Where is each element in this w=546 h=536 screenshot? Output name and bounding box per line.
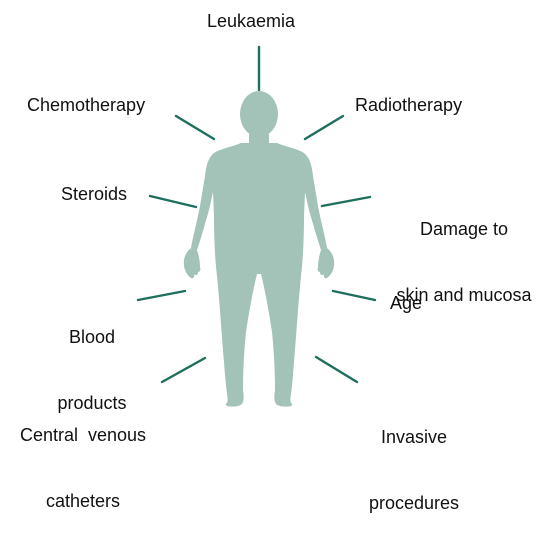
label-leukaemia: Leukaemia bbox=[207, 10, 295, 32]
label-invasive-line1: Invasive bbox=[358, 426, 470, 448]
label-blood-line1: Blood bbox=[50, 326, 134, 348]
label-chemotherapy: Chemotherapy bbox=[27, 94, 145, 116]
figure-left-hand bbox=[184, 248, 201, 278]
connector-radiotherapy bbox=[305, 116, 343, 139]
human-figure bbox=[184, 91, 334, 407]
label-central-venous-catheters: Central venous catheters bbox=[8, 380, 158, 534]
label-age: Age bbox=[390, 292, 422, 314]
label-radiotherapy: Radiotherapy bbox=[355, 94, 462, 116]
connector-age bbox=[333, 291, 375, 300]
label-central-line2: catheters bbox=[8, 490, 158, 512]
figure-body bbox=[191, 143, 327, 407]
connector-chemotherapy bbox=[176, 116, 214, 139]
connector-steroids bbox=[150, 196, 196, 207]
figure-right-hand bbox=[318, 248, 335, 278]
label-invasive-line2: procedures bbox=[358, 492, 470, 514]
label-damage-line1: Damage to bbox=[384, 218, 544, 240]
connector-invasive bbox=[316, 357, 357, 382]
connector-blood-products bbox=[138, 291, 185, 300]
label-central-line1: Central venous bbox=[8, 424, 158, 446]
figure-head bbox=[240, 91, 278, 137]
connector-central-venous bbox=[162, 358, 205, 382]
connector-damage bbox=[322, 197, 370, 206]
label-invasive-procedures: Invasive procedures bbox=[358, 382, 470, 536]
label-steroids: Steroids bbox=[61, 183, 127, 205]
